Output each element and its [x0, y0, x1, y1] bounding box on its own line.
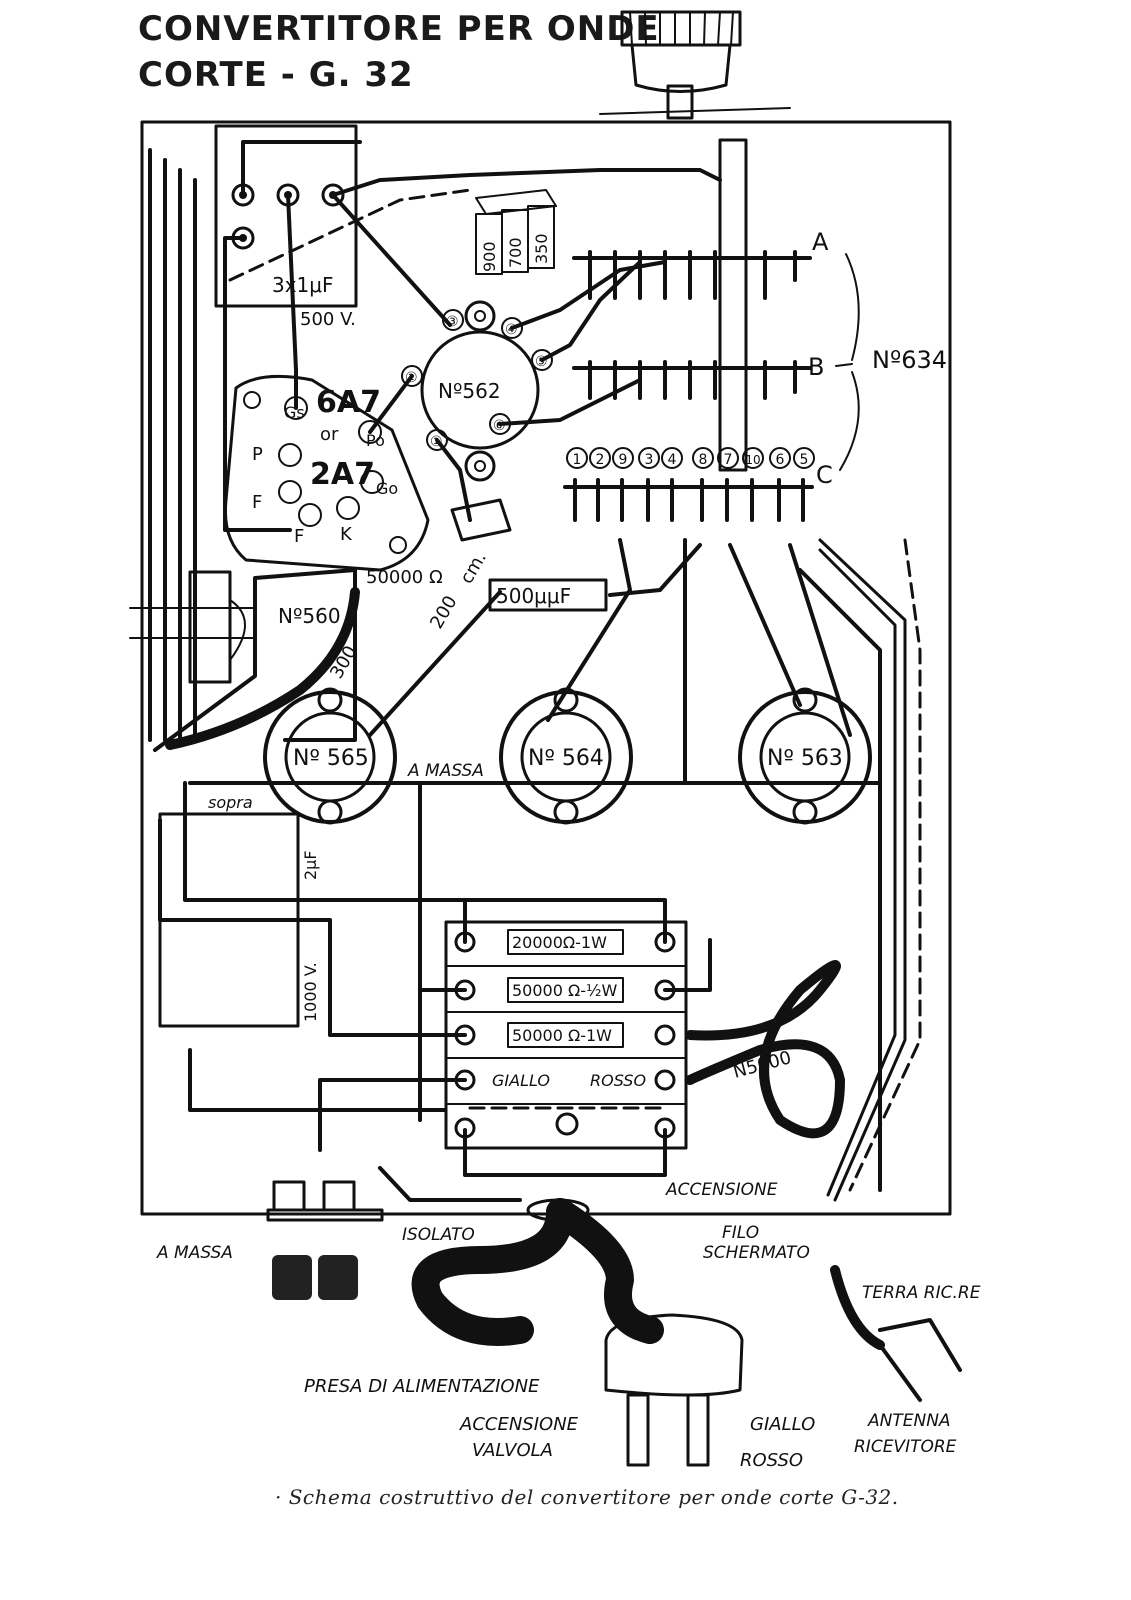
switch-label-b: B	[808, 353, 824, 381]
contact-7: 7	[724, 452, 733, 468]
trimmer-700: 700	[506, 237, 525, 268]
diagram-title: CONVERTITORE PER ONDE CORTE - G. 32	[138, 6, 660, 98]
switch-contact-numbers: 1 2 9 3 4 8 7 10 6 5	[566, 447, 815, 469]
switch-634-brace	[835, 253, 860, 471]
cap-2uf-label: 2μF	[301, 850, 320, 880]
contact-9: 9	[619, 452, 628, 468]
contact-10: 10	[745, 453, 760, 467]
antenna-lead	[830, 1265, 885, 1350]
tube-6a7-label: 6A7	[316, 385, 381, 420]
resistor-50000-label: 50000 Ω	[366, 567, 443, 588]
switch-deck-b	[572, 360, 812, 400]
socket-562-label: Nº562	[438, 379, 501, 403]
coil-563-label: Nº 563	[767, 746, 843, 771]
shielded-cable	[818, 538, 907, 1202]
switch-634-label: Nº634	[872, 346, 947, 374]
a-massa-bottom-label: A MASSA	[156, 1243, 233, 1263]
trimmer-350: 350	[532, 233, 551, 264]
contact-1: 1	[573, 452, 582, 468]
pin-p: P	[252, 444, 263, 465]
resistor-3-label: 50000 Ω-1W	[512, 1026, 612, 1045]
pin-k: K	[340, 524, 353, 545]
giallo-label: GIALLO	[492, 1071, 550, 1090]
trimmer-block: 900 700 350	[475, 189, 557, 275]
socket-pin-4: ④	[505, 322, 518, 338]
giallo-plug-label: GIALLO	[750, 1414, 815, 1435]
contact-4: 4	[668, 452, 677, 468]
braided-cable-300	[165, 587, 360, 750]
rosso-plug-label: ROSSO	[740, 1450, 803, 1471]
terminals	[266, 1180, 384, 1300]
switch-label-c: C	[816, 461, 833, 489]
dashed-wires	[228, 188, 922, 1192]
coil-socket-563: Nº 563	[738, 687, 872, 825]
pin-f1: F	[252, 492, 262, 513]
a-massa-center-label: A MASSA	[407, 761, 484, 781]
cable-n5000: N5000	[685, 960, 845, 1139]
cap-2uf-voltage: 1000 V.	[301, 962, 320, 1022]
antenna-wires	[878, 1318, 962, 1402]
terra-label: TERRA RIC.RE	[862, 1283, 981, 1303]
schermato-label: SCHERMATO	[703, 1243, 810, 1263]
contact-8: 8	[699, 452, 708, 468]
cap-200-unit: cm.	[456, 548, 491, 587]
contact-6: 6	[776, 452, 785, 468]
coil-socket-565: Nº 565	[263, 687, 397, 825]
power-cable	[411, 1198, 664, 1346]
sopra-label: sopra	[208, 793, 253, 812]
coil-564-label: Nº 564	[528, 746, 604, 771]
resistor-board: 20000Ω-1W 50000 Ω-½W 50000 Ω-1W GIALLO R…	[444, 920, 688, 1150]
coil-socket-564: Nº 564	[499, 687, 633, 825]
cap-block-voltage: 500 V.	[300, 309, 356, 330]
isolato-label: ISOLATO	[402, 1225, 475, 1245]
contact-5: 5	[800, 452, 809, 468]
rosso-label: ROSSO	[590, 1071, 646, 1090]
title-line-1: CONVERTITORE PER ONDE	[138, 9, 660, 49]
pin-gs: Gs	[284, 403, 305, 422]
switch-label-a: A	[812, 228, 829, 256]
cap-500-label: 500μμF	[496, 584, 571, 608]
accensione-valvola-1: ACCENSIONE	[459, 1414, 579, 1435]
presa-label: PRESA DI ALIMENTAZIONE	[304, 1376, 540, 1397]
socket-pin-6: ⑥	[493, 418, 506, 434]
filo-label: FILO	[722, 1223, 759, 1243]
antenna-label-1: ANTENNA	[867, 1411, 951, 1431]
trimmer-900: 900	[480, 241, 499, 272]
pin-f2: F	[294, 526, 304, 547]
tube-or-label: or	[320, 424, 339, 445]
pin-po: Po	[366, 431, 385, 450]
power-plug	[604, 1313, 744, 1467]
title-line-2: CORTE - G. 32	[138, 55, 414, 95]
accensione-label: ACCENSIONE	[665, 1180, 778, 1200]
tuning-knob	[599, 10, 791, 472]
tube-socket-6a7: 6A7 or 2A7 Gs P F F K Po Go	[223, 374, 430, 572]
resistor-2-label: 50000 Ω-½W	[512, 981, 617, 1000]
coil-560-label: Nº560	[278, 604, 341, 628]
capacitor-500uuf: 500μμF	[488, 578, 608, 612]
pin-go: Go	[376, 479, 398, 498]
coil-560: Nº560	[129, 570, 341, 684]
antenna-label-2: RICEVITORE	[854, 1437, 957, 1457]
accensione-valvola-2: VALVOLA	[472, 1440, 553, 1461]
resistor-1-label: 20000Ω-1W	[512, 933, 607, 952]
contact-3: 3	[645, 452, 654, 468]
capacitor-2uf: sopra 2μF 1000 V.	[158, 793, 320, 1028]
coil-socket-562: Nº562 ③ ④ ⑤ ② ① ⑥	[401, 300, 553, 482]
cap-block-value: 3x1μF	[272, 273, 334, 297]
switch-deck-c	[563, 478, 814, 522]
coil-565-label: Nº 565	[293, 746, 369, 771]
figure-caption: · Schema costruttivo del convertitore pe…	[275, 1485, 899, 1509]
capacitor-block-3x1uf: 3x1μF 500 V.	[214, 124, 358, 330]
cap-200-value: 200	[426, 592, 461, 632]
wiring	[148, 140, 882, 1202]
contact-2: 2	[596, 452, 605, 468]
